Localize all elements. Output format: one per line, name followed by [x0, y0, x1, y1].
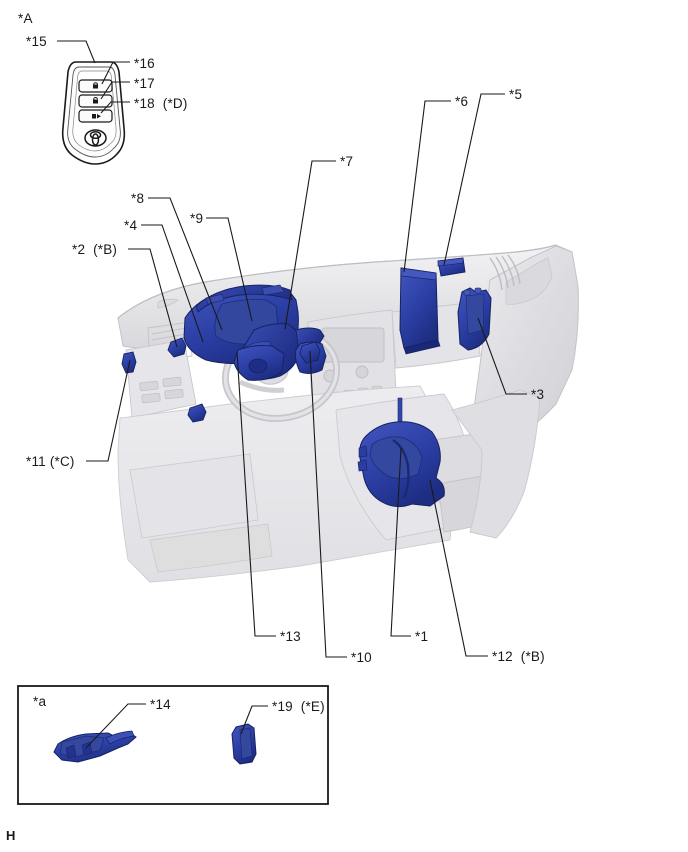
callout-12: *12 (*B)	[492, 649, 545, 664]
callout-6: *6	[455, 94, 469, 109]
dashboard-leader-lines	[86, 93, 527, 658]
callout-a: *a	[33, 694, 47, 709]
kick-panel-switch-part	[187, 403, 207, 423]
main-body-ecu-part	[399, 267, 441, 355]
lock-button-graphic	[78, 79, 113, 93]
callout-15: *15	[26, 34, 47, 49]
callout-3: *3	[531, 387, 545, 402]
toyota-logo-graphic	[84, 129, 107, 147]
air-vent-right	[489, 254, 521, 291]
callout-17: *17	[134, 76, 155, 91]
fuse-relay-block-part	[457, 287, 492, 351]
inset-box	[17, 685, 329, 805]
certification-ecu-part	[53, 730, 137, 763]
fob-leader-lines	[57, 40, 130, 114]
panic-button-graphic	[78, 109, 113, 123]
combination-switch-left-part	[167, 337, 187, 358]
callout-1: *1	[415, 629, 429, 644]
callout-11: *11 (*C)	[26, 454, 75, 469]
callout-10: *10	[351, 650, 372, 665]
callout-2: *2 (*B)	[72, 242, 118, 257]
callout-A: *A	[18, 11, 33, 26]
page-code: H	[6, 828, 16, 843]
callout-19: *19 (*E)	[272, 699, 325, 714]
callout-16: *16	[134, 56, 155, 71]
smart-key-remote-graphic	[61, 61, 126, 165]
callout-7: *7	[340, 154, 354, 169]
oscillator-unit-part	[231, 723, 257, 765]
steering-lock-actuator-part	[233, 345, 285, 381]
callout-18: *18 (*D)	[134, 96, 188, 111]
shift-lever-assembly-part	[357, 397, 445, 508]
unlock-button-graphic	[78, 94, 113, 108]
instrument-panel-graphic	[117, 244, 579, 583]
callout-8: *8	[131, 191, 145, 206]
callout-14: *14	[150, 697, 171, 712]
callout-4: *4	[124, 218, 138, 233]
callout-9: *9	[190, 211, 204, 226]
callout-5: *5	[509, 87, 523, 102]
callout-13: *13	[280, 629, 301, 644]
